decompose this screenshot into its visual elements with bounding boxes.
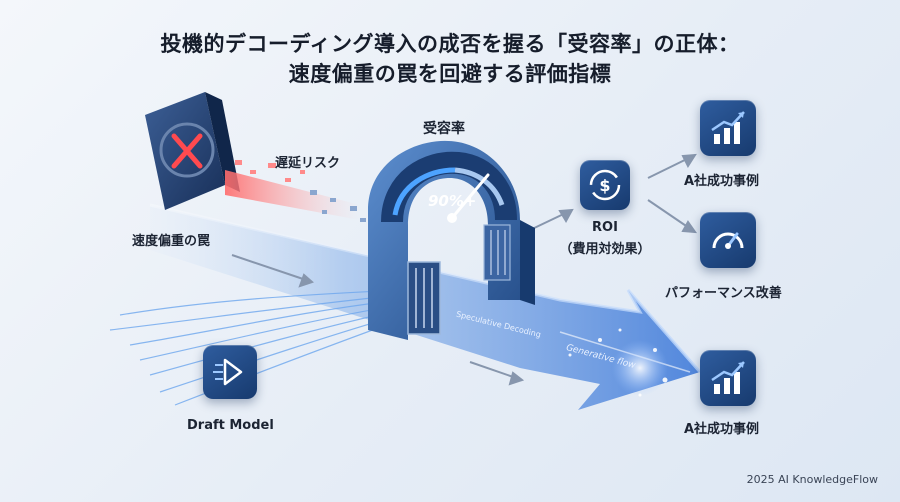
speed-trap-label: 速度偏重の罠 [132,234,211,249]
side-arrows [231,153,698,386]
growth-chart-icon [711,111,745,144]
roi-label: ROI [592,220,618,235]
gauge-value: 90%+ [428,192,477,210]
footer-credit: 2025 AI KnowledgeFlow [746,473,878,486]
sparkles [568,328,668,397]
roi-sublabel: （費用対効果） [559,242,651,257]
dollar-cycle-icon: $ [589,169,621,201]
case-study-tile-top [700,100,756,156]
page-title-line-2: 速度偏重の罠を回避する評価指標 [288,62,612,86]
case-study-label-top: A社成功事例 [684,174,760,189]
draft-model-label: Draft Model [187,418,274,433]
latency-risk-label: 遅延リスク [275,156,341,171]
growth-chart-icon [711,361,745,394]
draft-model-tile [203,345,257,399]
case-study-label-bottom: A社成功事例 [684,422,760,437]
performance-tile [700,212,756,268]
roi-tile: $ [580,160,630,210]
page-title-line-1: 投機的デコーディング導入の成否を握る「受容率」の正体： [160,32,740,56]
acceptance-gate [368,140,535,340]
performance-label: パフォーマンス改善 [665,286,782,301]
gauge-label: 受容率 [423,121,465,137]
draft-model-icon [213,358,243,386]
svg-text:$: $ [599,176,610,195]
trap-block [145,92,240,210]
speedometer-icon [712,232,744,249]
latency-beam [225,160,366,222]
case-study-tile-bottom [700,350,756,406]
